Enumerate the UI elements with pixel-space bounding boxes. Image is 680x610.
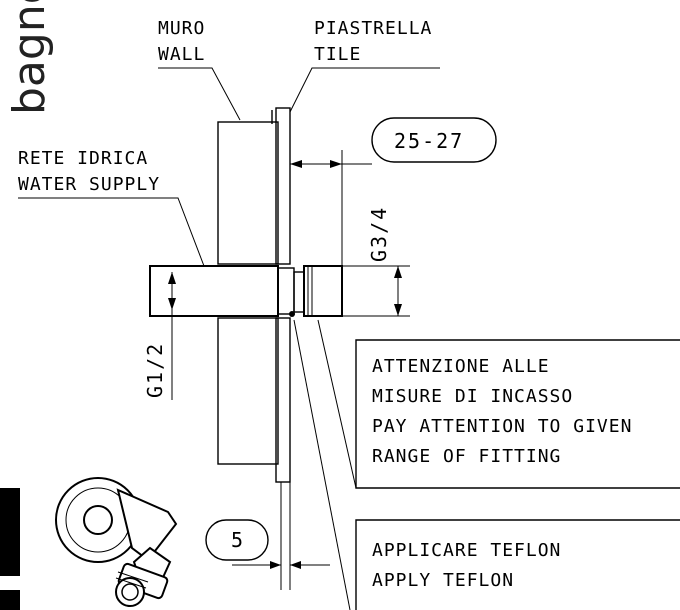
attention-line-2: MISURE DI INCASSO [372,386,573,407]
attention-line-1: ATTENZIONE ALLE [372,356,550,377]
depth-dimension: 25-27 [290,117,497,266]
tile-gap-dimension: 5 [205,519,330,569]
inlet-thread-dimension: G1/2 [143,272,176,400]
attention-line-3: PAY ATTENTION TO GIVEN [372,416,632,437]
outlet-thread-label: G3/4 [367,206,391,262]
attention-line-4: RANGE OF FITTING [372,446,561,467]
water-supply-label: RETE IDRICA WATER SUPPLY [18,148,205,267]
teflon-tape-icon [55,477,178,607]
warning-icon [0,488,20,610]
wall-label: MURO WALL [158,18,241,121]
inlet-thread-label: G1/2 [143,342,167,398]
teflon-note: APPLICARE TEFLON APPLY TEFLON [293,319,680,610]
teflon-line-2: APPLY TEFLON [372,570,514,591]
tile-label: PIASTRELLA TILE [289,18,440,113]
outlet-fitting [277,265,343,317]
wall-label-en: WALL [158,44,205,65]
water-supply-label-it: RETE IDRICA [18,148,148,169]
wall-label-it: MURO [158,18,205,39]
tile-label-it: PIASTRELLA [314,18,432,39]
tile-layer [275,107,291,590]
tile-label-en: TILE [314,44,361,65]
attention-note: ATTENZIONE ALLE MISURE DI INCASSO PAY AT… [317,319,680,489]
inlet-pipe [149,265,279,317]
water-supply-label-en: WATER SUPPLY [18,174,160,195]
depth-range-label: 25-27 [394,129,464,153]
teflon-line-1: APPLICARE TEFLON [372,540,561,561]
tile-gap-label: 5 [231,528,245,552]
outlet-thread-dimension: G3/4 [342,206,410,317]
brand-text: bagno [4,0,55,115]
wall-section [217,110,279,465]
